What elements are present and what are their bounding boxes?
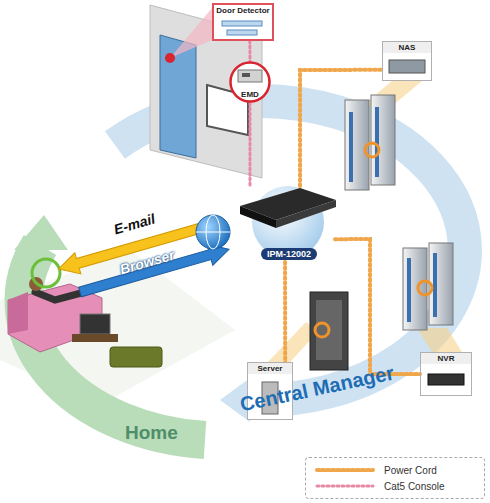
legend-item: Power Cord (314, 462, 476, 478)
power-cord-line (283, 262, 287, 362)
power-manager: IPM-12002 (243, 186, 335, 262)
emd-panel (230, 62, 270, 102)
rack (403, 248, 427, 330)
rack (429, 243, 453, 325)
nvr-device (428, 374, 464, 385)
sofa (110, 347, 162, 367)
device-circle: EMD (229, 61, 271, 103)
outlet-marker (418, 281, 432, 295)
arrow-label: E-mail (112, 210, 157, 237)
outlet-marker (315, 323, 329, 337)
detector-part (222, 21, 262, 26)
door-sensor (165, 53, 175, 63)
sensor-beam (170, 8, 212, 58)
callout-box: NAS (382, 41, 432, 81)
legend-line (317, 485, 373, 488)
person-highlight (32, 259, 60, 287)
device-front (240, 206, 276, 228)
legend-item: Cat5 Console (314, 478, 476, 494)
rack-stripe (349, 112, 353, 182)
tv-stand (72, 334, 118, 342)
sensor-box: Door Detector (212, 3, 274, 41)
node-label: NVR (421, 353, 471, 364)
callout-panel (382, 41, 432, 81)
zone-label: Home (125, 422, 178, 444)
node-label: Door Detector (214, 5, 272, 16)
tv (80, 314, 110, 334)
legend-text: Cat5 Console (384, 481, 445, 492)
emd-device (238, 70, 262, 82)
detector-part (227, 30, 257, 35)
internet-globe (196, 215, 230, 249)
power-cord-line (300, 70, 382, 186)
cat5-console-line (248, 103, 251, 186)
power-cord-line (335, 239, 420, 374)
home-arrowhead (14, 215, 68, 250)
emd-port (242, 73, 250, 77)
node-label: Server (248, 363, 292, 374)
person-body (35, 292, 85, 300)
rack-stripe (407, 258, 411, 322)
rack-stripe (375, 107, 379, 177)
rack (371, 95, 395, 185)
server-rack (310, 292, 348, 370)
legend-line (317, 468, 373, 472)
node-label: IPM-12002 (261, 248, 317, 260)
node-label: NAS (383, 42, 431, 53)
legend-sample (314, 481, 376, 491)
callout-box: NVR (420, 352, 472, 396)
outlet-marker (365, 143, 379, 157)
rack-door (316, 300, 342, 360)
detector-panel (212, 3, 274, 41)
legend-sample (314, 465, 376, 475)
callout-leader (417, 328, 462, 352)
cat5-console-line (248, 41, 251, 61)
globe-equator (196, 232, 230, 233)
legend-text: Power Cord (384, 465, 437, 476)
nas-device (389, 60, 425, 73)
node-label: EMD (229, 90, 271, 103)
rack-stripe (433, 253, 437, 317)
callout-panel (420, 352, 472, 396)
device-side (276, 200, 336, 228)
bed-head (8, 292, 28, 334)
legend-box: Power CordCat5 Console (305, 457, 485, 499)
